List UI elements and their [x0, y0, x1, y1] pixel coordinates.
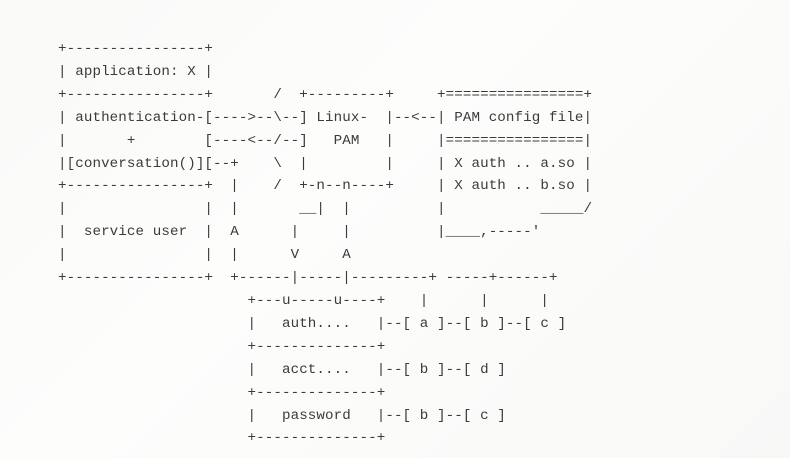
diagram-line: +--------------+ — [58, 430, 386, 447]
diagram-line: | + [----<--/--] PAM | |================… — [58, 132, 593, 149]
ascii-diagram-text: +----------------+ | application: X | +-… — [58, 38, 778, 454]
linux-pam-ascii-diagram: +----------------+ | application: X | +-… — [58, 38, 778, 454]
diagram-line: +--------------+ — [58, 384, 386, 401]
diagram-line: | | | __| | | _____/ — [58, 201, 593, 218]
diagram-line: +---u-----u----+ | | | — [58, 292, 549, 309]
diagram-line: +--------------+ — [58, 338, 386, 355]
diagram-line: | auth.... |--[ a ]--[ b ]--[ c ] — [58, 315, 567, 332]
diagram-line: | service user | A | | |____,-----' — [58, 224, 541, 241]
diagram-line: | authentication-[---->--\--] Linux- |--… — [58, 109, 593, 126]
diagram-line: | acct.... |--[ b ]--[ d ] — [58, 361, 506, 378]
diagram-line: | password |--[ b ]--[ c ] — [58, 407, 506, 424]
diagram-line: +----------------+ — [58, 41, 214, 57]
diagram-line: | session |--[ e ]--[ c ] — [58, 453, 506, 454]
diagram-line: +----------------+ | / +-n--n----+ | X a… — [58, 178, 593, 195]
diagram-line: | application: X | — [58, 63, 214, 80]
diagram-line: | | | V A — [58, 247, 351, 264]
diagram-line: +----------------+ / +---------+ +======… — [58, 86, 593, 103]
diagram-line: |[conversation()][--+ \ | | | X auth .. … — [58, 155, 593, 172]
diagram-line: +----------------+ +------|-----|-------… — [58, 270, 558, 287]
